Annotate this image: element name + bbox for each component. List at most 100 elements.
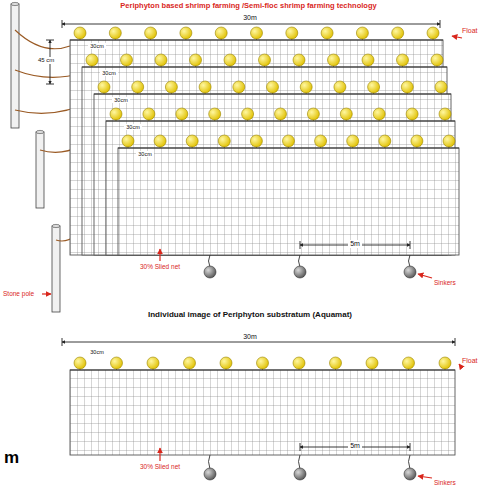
pointer-arrow (452, 36, 462, 38)
float (184, 357, 196, 369)
callout-label: Sinkers (434, 479, 456, 486)
dimension-label: 30cm (112, 97, 129, 103)
float (257, 357, 269, 369)
float (373, 108, 385, 120)
callout-label: 30% Slied net (140, 463, 180, 470)
sinker (404, 468, 416, 480)
dimension-label: 5m (348, 240, 362, 248)
sinker-string (299, 255, 301, 267)
float (267, 81, 279, 93)
float (443, 135, 455, 147)
dimension-tick (440, 20, 441, 28)
sinker (294, 266, 306, 278)
dimension-tick (62, 20, 63, 28)
float (283, 135, 295, 147)
dimension-label: 45 cm (36, 57, 56, 64)
float (224, 54, 236, 66)
dimension-tick (62, 338, 63, 346)
callout-label: Sinkers (434, 279, 456, 286)
float (427, 27, 439, 39)
dimension-tick (410, 241, 411, 249)
periphyton-net (70, 370, 455, 455)
float (392, 27, 404, 39)
float (293, 357, 305, 369)
float (86, 54, 98, 66)
pole-top (11, 2, 19, 5)
sinker-string (209, 455, 211, 469)
float (406, 108, 418, 120)
float (186, 135, 198, 147)
stone-pole (52, 226, 60, 312)
stone-pole (11, 4, 19, 128)
pointer-arrow (459, 364, 462, 368)
dimension-tick (300, 241, 301, 249)
dimension-label: 30cm (88, 349, 105, 355)
float (111, 357, 123, 369)
float (165, 81, 177, 93)
float (439, 108, 451, 120)
float (411, 135, 423, 147)
float (379, 135, 391, 147)
dimension-tick (46, 40, 54, 41)
sinker-string (409, 455, 411, 469)
sinker-string (299, 455, 301, 469)
float (143, 108, 155, 120)
float (176, 108, 188, 120)
float (109, 27, 121, 39)
float (110, 108, 122, 120)
dimension-label: 30m (241, 333, 259, 341)
periphyton-net (118, 148, 459, 255)
float (220, 357, 232, 369)
float (74, 357, 86, 369)
float (356, 27, 368, 39)
pole-top (52, 224, 60, 227)
float (147, 357, 159, 369)
sinker (204, 266, 216, 278)
float (330, 357, 342, 369)
float (315, 135, 327, 147)
float (218, 135, 230, 147)
tie-rope (15, 30, 70, 49)
dimension-label: 5m (348, 442, 362, 450)
float (209, 108, 221, 120)
float (199, 81, 211, 93)
dimension-label: 30cm (88, 43, 105, 49)
sinker-string (209, 255, 211, 267)
pole-top (36, 130, 44, 133)
float (328, 54, 340, 66)
float (259, 54, 271, 66)
callout-label: Float (462, 357, 478, 365)
float (242, 108, 254, 120)
float (340, 108, 352, 120)
pointer-arrow (418, 274, 432, 278)
float (397, 54, 409, 66)
dimension-line (62, 24, 440, 25)
float (286, 27, 298, 39)
float (293, 54, 305, 66)
dimension-tick (455, 338, 456, 346)
dimension-label: 30cm (136, 151, 153, 157)
sinker-string (409, 255, 411, 267)
section-heading: Individual image of Periphyton substratu… (145, 310, 355, 319)
diagram-title: Periphyton based shrimp farming /Semi-fl… (0, 2, 497, 11)
float (275, 108, 287, 120)
float (190, 54, 202, 66)
sinker (204, 468, 216, 480)
dimension-label: 30cm (100, 70, 117, 76)
float (368, 81, 380, 93)
float (121, 54, 133, 66)
float (307, 108, 319, 120)
float (431, 54, 443, 66)
float (98, 81, 110, 93)
pointer-arrow (418, 476, 432, 478)
float (362, 54, 374, 66)
float (366, 357, 378, 369)
float (180, 27, 192, 39)
float (251, 27, 263, 39)
callout-label: 30% Slied net (140, 263, 180, 270)
float (403, 357, 415, 369)
float (300, 81, 312, 93)
float (334, 81, 346, 93)
pointer-arrow (159, 448, 160, 461)
float (435, 81, 447, 93)
